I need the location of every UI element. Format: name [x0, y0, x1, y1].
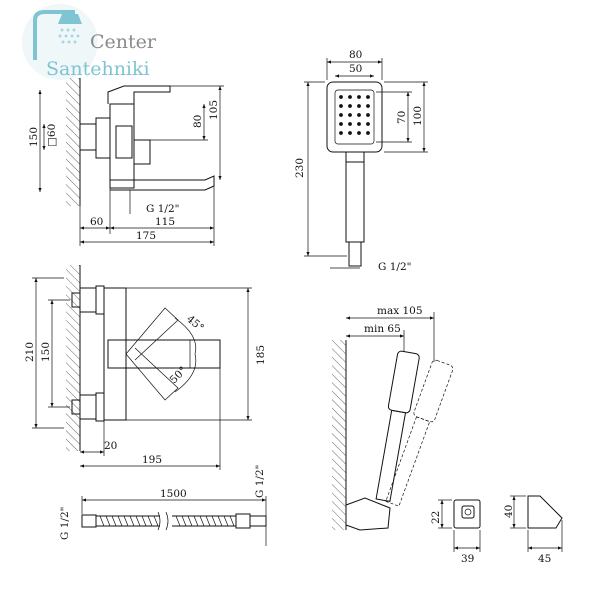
- wall-hatching-top: [66, 265, 80, 451]
- dim-max-105: max 105: [377, 305, 423, 317]
- dim-20: 20: [104, 440, 117, 452]
- thread-end: [348, 241, 362, 267]
- dim-105: 105: [208, 100, 220, 120]
- shower-head: [326, 81, 383, 153]
- dim-150-side: 150: [28, 127, 40, 147]
- dim-45: 45: [538, 553, 551, 565]
- mixer-body-top: [103, 287, 127, 421]
- dim-195: 195: [142, 454, 162, 466]
- dim-210: 210: [24, 342, 36, 362]
- dim-60: 60: [90, 216, 103, 228]
- dim-70-head: 70: [396, 111, 408, 124]
- dim-22: 22: [430, 511, 442, 524]
- dim-175: 175: [136, 230, 156, 242]
- lever-handle: [107, 85, 171, 104]
- dim-1500: 1500: [160, 488, 187, 500]
- dim-min-65: min 65: [364, 323, 401, 335]
- dim-185: 185: [255, 345, 267, 365]
- flange-top: [95, 285, 105, 315]
- brand-logo: Center Santehniki: [22, 4, 157, 80]
- dim-square-60: □60: [46, 124, 58, 147]
- bracket-front: [453, 499, 481, 529]
- hose-section-right: [172, 515, 236, 527]
- dim-thread-hose-right: G 1/2": [254, 465, 266, 498]
- flange-bottom: [95, 392, 105, 422]
- logo-line2: Santehniki: [46, 58, 150, 80]
- shower-head-icon: [22, 4, 98, 80]
- connector-nut: [95, 117, 111, 159]
- dim-39: 39: [461, 553, 474, 565]
- dim-thread-side: G 1/2": [146, 203, 179, 215]
- dim-80: 80: [192, 115, 204, 128]
- body-inner: [115, 125, 133, 159]
- lever-rotated-50: [125, 347, 179, 401]
- break-marks: [157, 511, 169, 531]
- nut-bottom: [79, 394, 97, 420]
- eccentric: [79, 123, 97, 151]
- dim-115: 115: [155, 216, 175, 228]
- lever-rotated-45: [125, 307, 179, 361]
- hose-thread-right: [249, 515, 267, 527]
- dim-40: 40: [503, 505, 515, 518]
- dim-100-head: 100: [412, 106, 424, 126]
- dim-angle-45: 45°: [184, 313, 206, 334]
- nut-top: [79, 287, 97, 313]
- top-view-drawing: 45° 50° 210 150 185 20 195: [24, 265, 267, 470]
- holder-bracket: [345, 497, 391, 531]
- holder-profile-drawing: max 105 min 65: [332, 305, 454, 531]
- logo-line1: Center: [90, 31, 157, 53]
- wall-hatching-holder: [332, 340, 346, 530]
- lever-top: [107, 339, 221, 369]
- side-view-drawing: 150 □60 80 105 G 1/2" 60 115 175: [28, 78, 224, 246]
- shower-max-position: [385, 359, 454, 507]
- hose-drawing: 1500 G 1/2" G 1/2": [59, 465, 267, 546]
- nozzle-area: [334, 89, 375, 145]
- handle: [345, 161, 365, 243]
- hose-section-left: [96, 515, 160, 527]
- bracket-drawings: 22 39 40 45: [430, 495, 563, 565]
- hose-fitting-right: [235, 513, 251, 529]
- shower-min-position: [375, 350, 420, 502]
- dim-150-top: 150: [40, 342, 52, 362]
- mixer-body: [109, 103, 135, 189]
- bracket-side: [527, 495, 563, 529]
- dim-50-head: 50: [349, 63, 362, 75]
- hose-fitting-left: [81, 514, 97, 528]
- nozzle-grid: [339, 95, 370, 135]
- spout: [110, 175, 215, 191]
- dim-230: 230: [294, 158, 306, 178]
- wall-hatching: [66, 78, 80, 206]
- dim-80-head: 80: [349, 49, 362, 61]
- dim-thread-hose-left: G 1/2": [59, 507, 71, 540]
- dim-thread-head: G 1/2": [378, 261, 411, 273]
- neck: [345, 152, 365, 163]
- hand-shower-drawing: 80 50 70 100 230 G 1/2": [294, 49, 428, 273]
- diverter-knob: [133, 139, 151, 165]
